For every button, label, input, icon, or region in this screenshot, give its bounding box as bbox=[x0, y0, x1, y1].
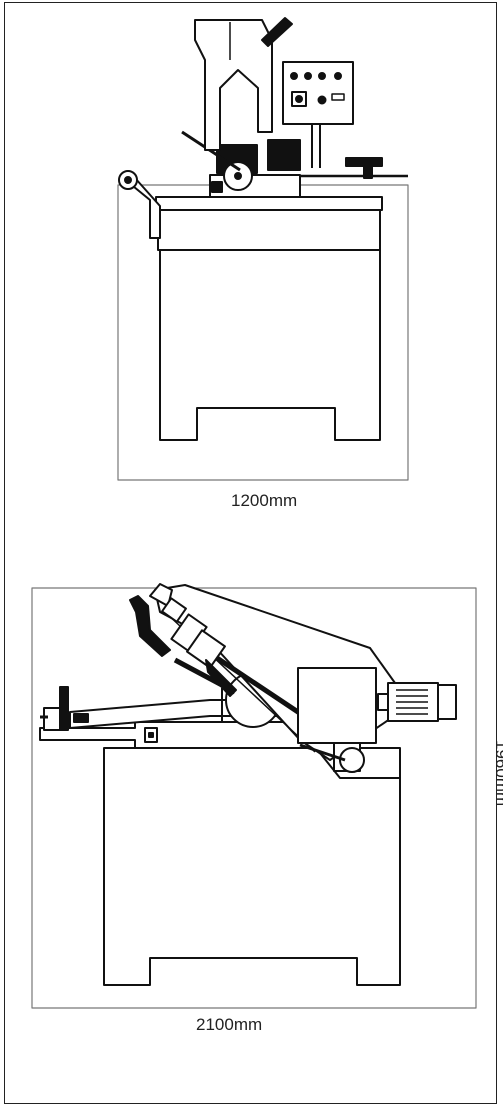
front-stand bbox=[159, 249, 381, 441]
front-vise-right-jaw bbox=[267, 139, 301, 171]
side-stop-base bbox=[43, 707, 61, 731]
front-saw-column bbox=[194, 19, 273, 151]
front-table-top bbox=[155, 196, 383, 211]
control-indicator-1 bbox=[290, 72, 298, 80]
side-view-envelope bbox=[31, 587, 477, 1009]
side-motor-endcap bbox=[437, 684, 457, 720]
side-motor-shaft bbox=[377, 693, 389, 711]
front-vise-clamp bbox=[211, 181, 223, 193]
control-indicator-2 bbox=[304, 72, 312, 80]
front-table-band bbox=[157, 209, 381, 251]
side-vise-jaw-dot bbox=[148, 732, 154, 738]
side-stop-post bbox=[59, 686, 69, 731]
side-cylinder bbox=[299, 743, 346, 762]
control-display bbox=[331, 93, 345, 101]
front-width-label: 1200mm bbox=[231, 491, 297, 510]
side-guide-block-3 bbox=[186, 629, 226, 669]
side-stand bbox=[103, 747, 401, 986]
side-guide-block-1 bbox=[161, 597, 187, 623]
front-bar-stop bbox=[345, 157, 383, 179]
front-view bbox=[117, 17, 409, 481]
side-guide-lever bbox=[205, 659, 237, 697]
figure-frame bbox=[4, 2, 497, 1104]
side-height-label: 1960mm bbox=[492, 740, 503, 806]
handwheel-hub bbox=[124, 176, 132, 184]
side-guide-knob bbox=[149, 583, 173, 607]
side-stand-step bbox=[315, 747, 400, 779]
control-button bbox=[317, 95, 327, 105]
side-view bbox=[31, 583, 477, 1009]
control-main-switch-dot bbox=[295, 95, 303, 103]
side-width-label: 2100mm bbox=[196, 1015, 262, 1034]
side-pivot bbox=[339, 747, 365, 773]
front-blade-wheel-hub bbox=[234, 172, 242, 180]
control-indicator-4 bbox=[334, 72, 342, 80]
side-guide-bracket bbox=[129, 595, 171, 657]
side-stop-pad bbox=[73, 713, 89, 723]
side-gearbox bbox=[297, 667, 377, 744]
front-column-handle bbox=[261, 17, 293, 47]
control-indicator-3 bbox=[318, 72, 326, 80]
